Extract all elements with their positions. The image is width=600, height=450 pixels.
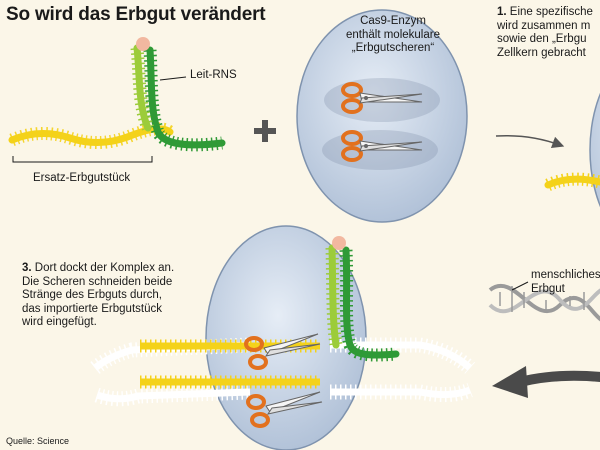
label-menschliches-line: menschliches: [531, 269, 600, 281]
label-cas9-line: Cas9-Enzym: [360, 15, 426, 27]
leit-rns-pointer: [159, 76, 187, 81]
label-cas9-line: „Erbgutscheren“: [351, 42, 435, 54]
step-1-line: Zellkern gebracht: [497, 46, 586, 59]
step-3-line: Die Scheren schneiden beide: [22, 275, 173, 288]
scissors-icon: [341, 130, 423, 162]
label-ersatz-erbgutstueck: Ersatz-Erbgutstück: [33, 172, 131, 184]
label-menschliches-erbgut: menschliches Erbgut: [531, 269, 600, 296]
scissors-icon: [244, 333, 321, 370]
partial-strand-right: [544, 172, 600, 192]
rna-loop-tip: [332, 236, 346, 250]
cas9-cell: [296, 9, 468, 223]
label-cas9-line: enthält molekulare: [346, 28, 440, 41]
page-title: So wird das Erbgut verändert: [6, 4, 266, 25]
rna-loop-tip: [136, 37, 150, 51]
step-3-text: 3. Dort dockt der Komplex an. Die Schere…: [22, 262, 222, 330]
guide-rna-docked: [325, 236, 400, 362]
step-1-line: wird zusammen m: [497, 19, 591, 32]
label-cas9: Cas9-Enzym enthält molekulare „Erbgutsch…: [333, 15, 453, 56]
guide-rna: [130, 37, 226, 152]
step-3-number: 3.: [22, 262, 32, 274]
human-dna-helix: [488, 283, 600, 322]
step-1-text: 1. Eine spezifische wird zusammen m sowi…: [497, 6, 600, 60]
step-3-line: Stränge des Erbguts durch,: [22, 289, 162, 301]
label-menschliches-line: Erbgut: [531, 282, 565, 295]
big-arrow-left: [492, 366, 600, 398]
replacement-dna-bracket: [12, 156, 153, 163]
plus-sign: [254, 120, 276, 142]
step-1-line: 1. Eine spezifische: [497, 6, 593, 18]
dna-double-strand: [90, 337, 476, 407]
partial-cell-right: [589, 92, 600, 208]
step-3-line: 3. Dort dockt der Komplex an.: [22, 262, 175, 274]
docking-cell: [205, 225, 367, 450]
step-3-line: das importierte Erbgutstück: [22, 302, 162, 315]
label-leit-rns: Leit-RNS: [190, 69, 237, 81]
step-arrow-small: [495, 134, 565, 149]
step-1-number: 1.: [497, 6, 507, 18]
erbgut-pointer: [511, 281, 529, 291]
source-credit: Quelle: Science: [6, 436, 70, 446]
inserted-dna-strand: [140, 339, 320, 389]
step-3-line: wird eingefügt.: [22, 316, 97, 328]
scissors-icon: [246, 391, 323, 428]
step-1-line: sowie den „Erbgu: [497, 33, 587, 45]
scissors-icon: [341, 82, 423, 114]
